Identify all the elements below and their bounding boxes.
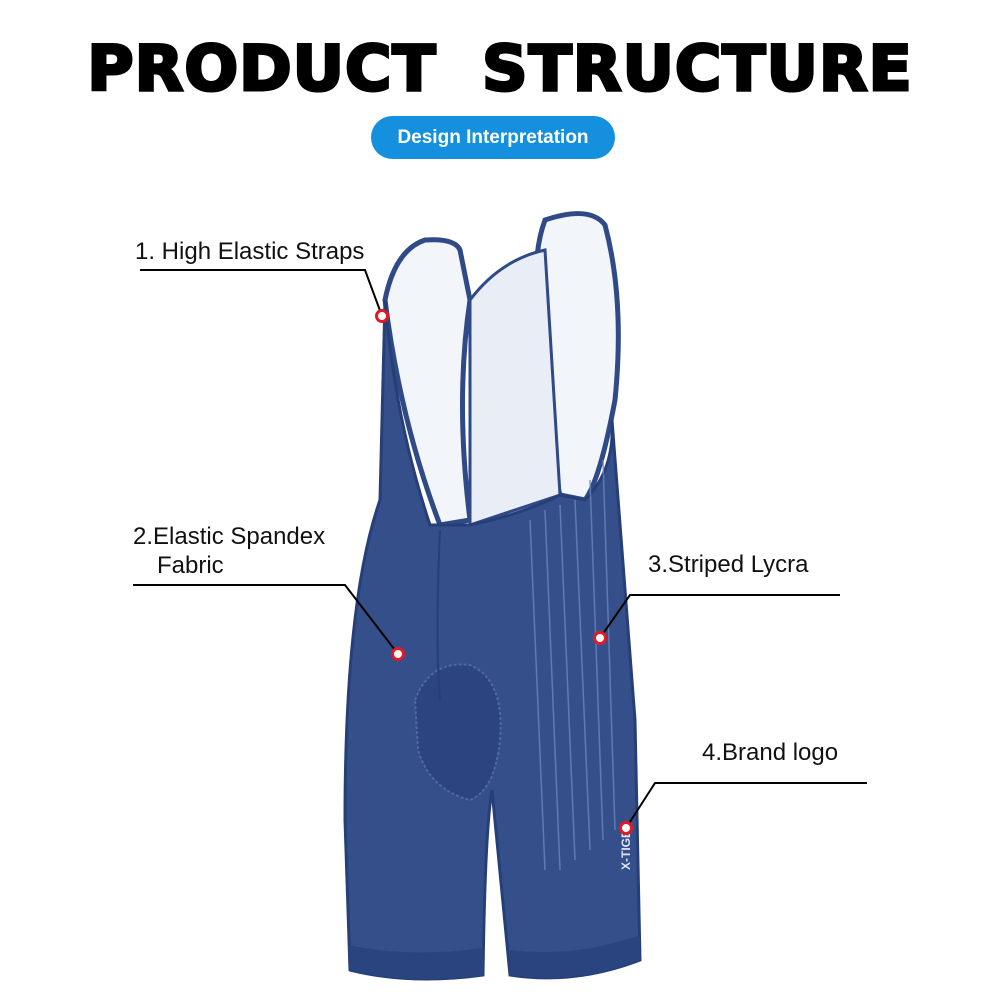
callout-label-lycra: 3.Striped Lycra [648, 551, 809, 578]
callout-line-2 [133, 584, 399, 655]
callout-label-spandex: 2.Elastic Spandex [133, 523, 326, 550]
marker-straps [375, 309, 389, 323]
callout-lines [133, 269, 867, 829]
page-title: PRODUCT STRUCTURE [86, 31, 914, 107]
callout-markers [375, 309, 633, 835]
left-leg-cuff [348, 945, 483, 979]
marker-spandex [391, 647, 405, 661]
callout-line-1 [140, 269, 383, 317]
right-leg-cuff [510, 935, 640, 978]
marker-lycra [593, 631, 607, 645]
callout-label-straps: 1. High Elastic Straps [135, 238, 365, 265]
callout-label-logo: 4.Brand logo [702, 739, 839, 766]
design-interpretation-badge: Design Interpretation [371, 116, 615, 159]
lycra-stripes [529, 459, 616, 871]
marker-logo [619, 821, 633, 835]
callout-line-4 [625, 782, 867, 829]
chamois-pad [413, 663, 502, 802]
back-panel [468, 248, 562, 528]
callout-label-spandex-line2: Fabric [157, 552, 224, 579]
brand-logo: X-TIGE [619, 830, 633, 870]
callout-line-3 [599, 594, 840, 639]
